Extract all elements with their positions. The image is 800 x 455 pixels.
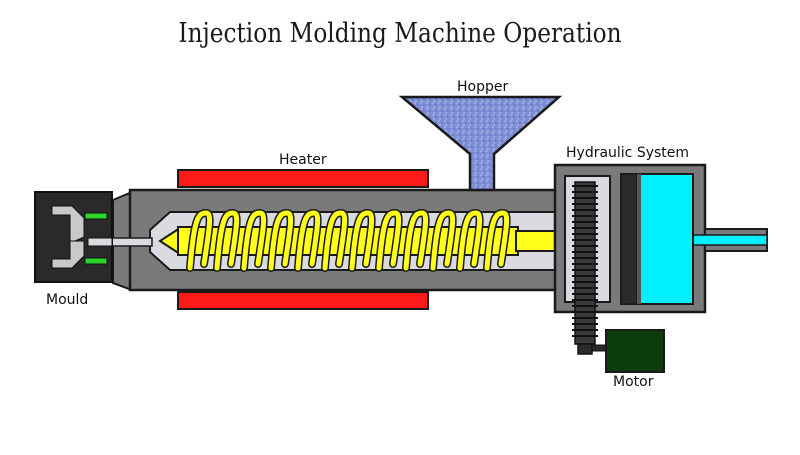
- mould-cavity-bottom: [84, 257, 108, 265]
- screw-flight: [403, 210, 429, 271]
- screw-flight: [187, 210, 213, 271]
- mould-gate: [87, 237, 113, 247]
- diagram-title: Injection Molding Machine Operation: [178, 18, 622, 49]
- heater-bottom: [177, 291, 429, 310]
- screw-flight: [295, 210, 321, 271]
- screw-flight: [349, 210, 375, 271]
- drive-rack: [572, 181, 607, 355]
- screw-flight: [214, 210, 240, 271]
- hydraulic-piston-face: [637, 174, 641, 304]
- hydraulic-piston: [620, 173, 638, 305]
- heater-label: Heater: [279, 152, 327, 168]
- mould-label: Mould: [46, 292, 89, 308]
- hopper: [398, 95, 563, 192]
- heater-top: [177, 169, 429, 188]
- hopper-label: Hopper: [457, 79, 509, 95]
- screw: [158, 208, 625, 272]
- screw-flight: [376, 210, 402, 271]
- hydraulic-outlet-fluid: [689, 234, 768, 246]
- screw-flight: [430, 210, 456, 271]
- screw-flight: [457, 210, 483, 271]
- motor: [605, 329, 665, 373]
- screw-flight: [241, 210, 267, 271]
- mould-cavity-outline: [51, 205, 85, 269]
- screw-flight: [484, 210, 510, 271]
- mould: [34, 191, 113, 283]
- mould-cavity-top: [84, 212, 108, 220]
- screw-flight: [322, 210, 348, 271]
- motor-label: Motor: [613, 374, 654, 390]
- screw-flight: [268, 210, 294, 271]
- hydraulic-system-label: Hydraulic System: [566, 145, 690, 161]
- screw-flights: [186, 208, 511, 272]
